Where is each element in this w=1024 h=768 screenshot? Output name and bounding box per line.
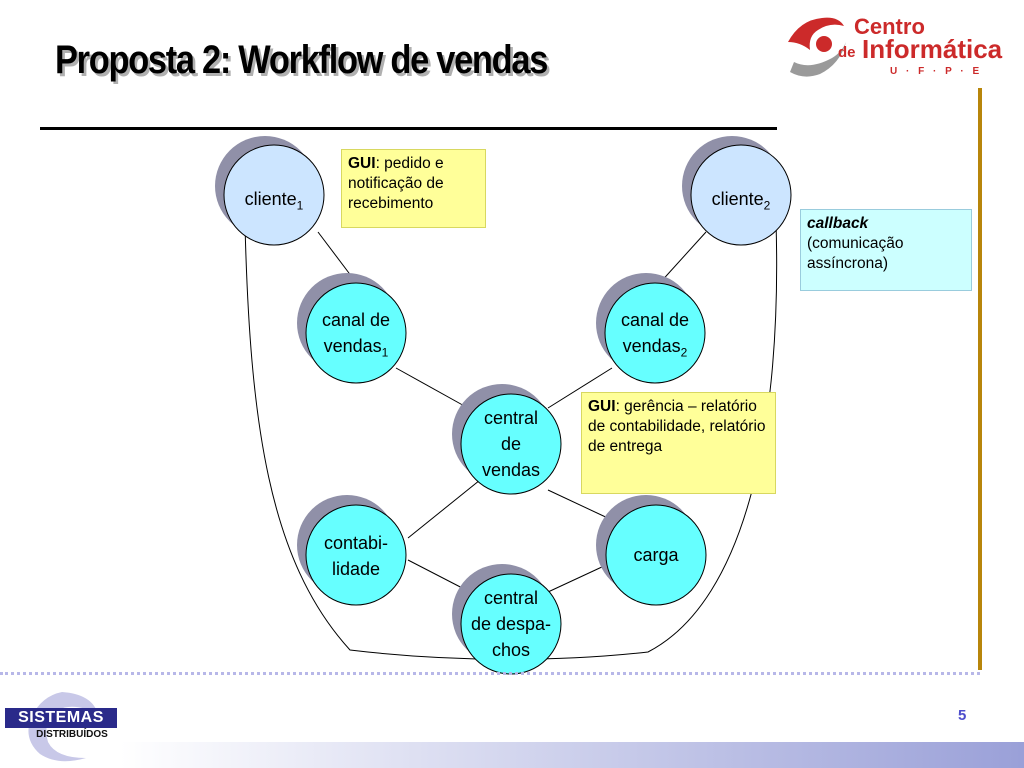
node-central-vendas <box>452 384 562 495</box>
page-number: 5 <box>958 707 967 724</box>
title-underline <box>40 127 777 130</box>
logo-de-text: de <box>838 44 856 61</box>
edge-contabilidade-despachos <box>407 559 471 593</box>
label-carga: carga <box>633 545 679 565</box>
node-canal1 <box>297 273 407 384</box>
sistemas-distribuidos-logo: SISTEMAS DISTRIBUÍDOS <box>2 688 120 764</box>
label-canal2: canal de vendas2 <box>620 310 690 360</box>
node-cliente1 <box>215 136 325 246</box>
edge-cliente2-canal2 <box>657 231 707 286</box>
footer-logo-sistemas: SISTEMAS <box>5 708 117 728</box>
footer-dotted-rule <box>0 672 980 675</box>
note-callback: callback (comunicação assíncrona) <box>800 209 972 291</box>
node-central-despachos <box>452 564 562 675</box>
logo-mark-icon <box>788 17 846 77</box>
label-central-despachos: central de despa- chos <box>470 588 552 660</box>
logo-ufpe-text: U · F · P · E <box>890 66 983 77</box>
edge-carga-central <box>547 489 613 521</box>
edge-contabilidade-central <box>407 479 481 539</box>
node-cliente2 <box>682 136 792 246</box>
note-gui-client: GUI: pedido e notificação de recebimento <box>341 149 486 228</box>
right-vertical-rule <box>978 88 982 670</box>
label-cliente1: cliente1 <box>244 189 304 213</box>
centro-de-informatica-logo: Centro de Informática U · F · P · E <box>780 2 1020 88</box>
footer-logo-distribuidos: DISTRIBUÍDOS <box>36 729 108 740</box>
footer-gradient-bar <box>120 742 1024 768</box>
node-carga <box>596 495 707 606</box>
note-gui-manager: GUI: gerência – relatório de contabilida… <box>581 392 776 494</box>
label-central-vendas: central de vendas <box>481 408 541 480</box>
node-contabilidade <box>297 495 407 606</box>
edge-canal2-central <box>547 367 613 409</box>
edge-canal1-central <box>395 367 469 409</box>
label-contabilidade: contabi- lidade <box>323 533 389 579</box>
node-canal2 <box>596 273 706 384</box>
slide-title: Proposta 2: Workflow de vendas <box>55 38 548 82</box>
label-canal1: canal de vendas1 <box>321 310 391 360</box>
label-cliente2: cliente2 <box>711 189 771 213</box>
logo-centro-text: Centro <box>854 14 925 39</box>
logo-informatica-text: Informática <box>862 34 1003 64</box>
edge-carga-despachos <box>547 565 605 593</box>
